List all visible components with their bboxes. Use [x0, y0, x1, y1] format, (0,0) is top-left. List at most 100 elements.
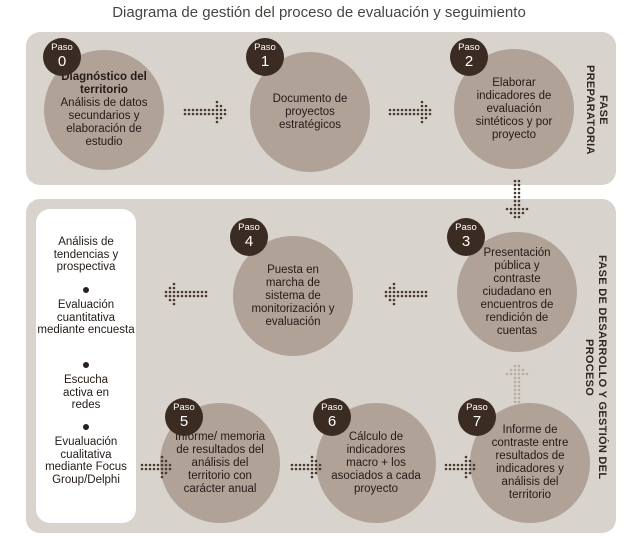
arrow-dot: [392, 282, 396, 286]
step-6-badge: Paso 6: [313, 398, 351, 436]
arrow-dot: [517, 195, 521, 199]
arrow-dot: [513, 376, 517, 380]
arrow-dot: [168, 294, 172, 298]
arrow-dot: [412, 108, 416, 112]
badge-label: Paso: [458, 42, 480, 53]
arrow-dot: [464, 459, 468, 463]
badge-number: 7: [472, 413, 482, 430]
arrow-dot: [513, 384, 517, 388]
arrow-dot: [294, 463, 298, 467]
arrow-dot: [211, 112, 215, 116]
arrow-dot: [513, 191, 517, 195]
arrow-dot: [408, 290, 412, 294]
arrow-dot: [152, 467, 156, 471]
arrow-dot: [384, 290, 388, 294]
arrow-dot: [464, 471, 468, 475]
step-4-circle: Puesta en marcha de sistema de monitoriz…: [233, 236, 353, 356]
arrow-dot: [219, 108, 223, 112]
arrow-dot: [172, 286, 176, 290]
arrow-dot: [513, 179, 517, 183]
arrow-dot: [513, 203, 517, 207]
arrow-dot: [192, 290, 196, 294]
arrow-dot: [509, 368, 513, 372]
arrow-dot: [456, 463, 460, 467]
arrow-dot: [513, 195, 517, 199]
arrow-dot: [416, 112, 420, 116]
arrow-dot: [400, 112, 404, 116]
arrow-dot: [517, 179, 521, 183]
arrow-dot: [408, 112, 412, 116]
arrow-dot: [517, 392, 521, 396]
arrow-dot: [472, 463, 476, 467]
arrow-dot: [310, 467, 314, 471]
arrow-dot: [513, 211, 517, 215]
arrow-dot: [513, 388, 517, 392]
arrow-dot: [468, 467, 472, 471]
badge-label: Paso: [321, 402, 343, 413]
badge-number: 6: [327, 413, 337, 430]
arrow-dot: [513, 183, 517, 187]
arrow-dot: [388, 298, 392, 302]
arrow-dot: [396, 290, 400, 294]
arrow-dot: [219, 116, 223, 120]
arrow-dot: [517, 199, 521, 203]
arrow-dot: [464, 455, 468, 459]
arrow-dot: [420, 108, 424, 112]
arrow-step4-to-methods: [164, 282, 208, 306]
arrow-dot: [513, 372, 517, 376]
arrow-dot: [192, 294, 196, 298]
badge-label: Paso: [173, 402, 195, 413]
arrow-dot: [412, 112, 416, 116]
arrow-dot: [404, 294, 408, 298]
arrow-dot: [388, 286, 392, 290]
arrow-dot: [188, 290, 192, 294]
arrow-dot: [148, 467, 152, 471]
arrow-dot: [140, 463, 144, 467]
step-3-badge: Paso 3: [447, 218, 485, 256]
arrow-dot: [160, 463, 164, 467]
arrow-dot: [302, 463, 306, 467]
arrow-dot: [420, 116, 424, 120]
arrow-dot: [223, 108, 227, 112]
arrow-dot: [204, 294, 208, 298]
arrow-dot: [472, 467, 476, 471]
arrow-dot: [509, 207, 513, 211]
step-0-heading: Diagnóstico del territorio: [61, 71, 147, 96]
arrow-dot: [456, 467, 460, 471]
arrow-dot: [392, 294, 396, 298]
arrow-dot: [517, 368, 521, 372]
arrow-dot: [160, 455, 164, 459]
arrow-dot: [200, 290, 204, 294]
arrow-dot: [191, 112, 195, 116]
arrow-dot: [424, 104, 428, 108]
arrow-dot: [172, 298, 176, 302]
arrow-dot: [517, 183, 521, 187]
arrow-dot: [464, 467, 468, 471]
arrow-dot: [424, 112, 428, 116]
arrow-dot: [428, 108, 432, 112]
arrow-dot: [215, 120, 219, 124]
arrow-dot: [144, 467, 148, 471]
badge-number: 5: [179, 413, 189, 430]
step-7-badge: Paso 7: [458, 398, 496, 436]
arrow-dot: [513, 187, 517, 191]
arrow-dot: [148, 463, 152, 467]
arrow-dot: [199, 108, 203, 112]
badge-label: Paso: [466, 402, 488, 413]
arrow-dot: [452, 467, 456, 471]
arrow-dot: [219, 104, 223, 108]
arrow-dot: [513, 396, 517, 400]
arrow-dot: [310, 471, 314, 475]
arrow-dot: [404, 108, 408, 112]
arrow-dot: [176, 294, 180, 298]
arrow-dot: [392, 108, 396, 112]
arrow-dot: [444, 463, 448, 467]
arrow-dot: [392, 290, 396, 294]
arrow-dot: [517, 376, 521, 380]
arrow-dot: [306, 463, 310, 467]
step-0-badge: Paso 0: [43, 38, 81, 76]
arrow-dot: [392, 302, 396, 306]
arrow-dot: [318, 467, 322, 471]
arrow-dot: [215, 100, 219, 104]
arrow-dot: [188, 294, 192, 298]
